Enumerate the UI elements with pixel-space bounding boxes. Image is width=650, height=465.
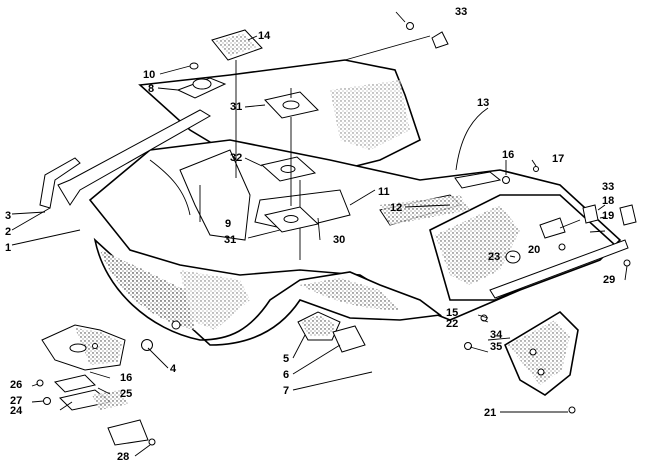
callout-26: 26: [10, 379, 22, 391]
callout-22: 22: [446, 318, 458, 330]
belly-pan: [88, 59, 629, 346]
callout-32: 32: [230, 152, 242, 164]
callout-25: 25: [120, 388, 132, 400]
leader-lines: [11, 11, 628, 457]
plates: [211, 29, 320, 233]
callout-24: 24: [10, 405, 23, 417]
callout-27: 27: [10, 395, 22, 407]
callout-31-bottom: 31: [224, 234, 236, 246]
callout-14: 14: [258, 30, 271, 42]
callout-11: 11: [378, 186, 390, 198]
callout-21: 21: [484, 407, 496, 419]
callout-29: 29: [603, 274, 615, 286]
callout-labels: 1 2 3 4 5 6 7 8 9 10 11 12 13 14 15 16 1…: [5, 6, 615, 463]
small-hardware: [141, 22, 637, 351]
callout-19: 19: [602, 210, 614, 222]
callout-28: 28: [117, 451, 129, 463]
callout-33-top: 33: [455, 6, 467, 18]
callout-23: 23: [488, 251, 500, 263]
left-bracket-cluster: [36, 324, 576, 446]
callout-30: 30: [333, 234, 345, 246]
lamp-assembly: [297, 311, 366, 353]
callout-17: 17: [552, 153, 564, 165]
callout-31-top: 31: [230, 101, 242, 113]
callout-5: 5: [283, 353, 289, 365]
callout-13: 13: [477, 97, 489, 109]
callout-20: 20: [528, 244, 540, 256]
callout-7: 7: [283, 385, 289, 397]
callout-2: 2: [5, 226, 11, 238]
hinge-bracket: [176, 62, 227, 99]
callout-12: 12: [390, 202, 402, 214]
callout-16-left: 16: [120, 372, 132, 384]
callout-33-right: 33: [602, 181, 614, 193]
callout-35: 35: [490, 341, 502, 353]
callout-10: 10: [143, 69, 155, 81]
callout-34: 34: [490, 329, 503, 341]
callout-8: 8: [148, 83, 154, 95]
callout-4: 4: [170, 363, 177, 375]
callout-6: 6: [283, 369, 289, 381]
callout-3: 3: [5, 210, 11, 222]
callout-16-top: 16: [502, 149, 514, 161]
callout-1: 1: [5, 242, 11, 254]
callout-15: 15: [446, 307, 458, 319]
shield-part-34: [503, 310, 579, 396]
callout-18: 18: [602, 195, 614, 207]
callout-9: 9: [225, 218, 231, 230]
